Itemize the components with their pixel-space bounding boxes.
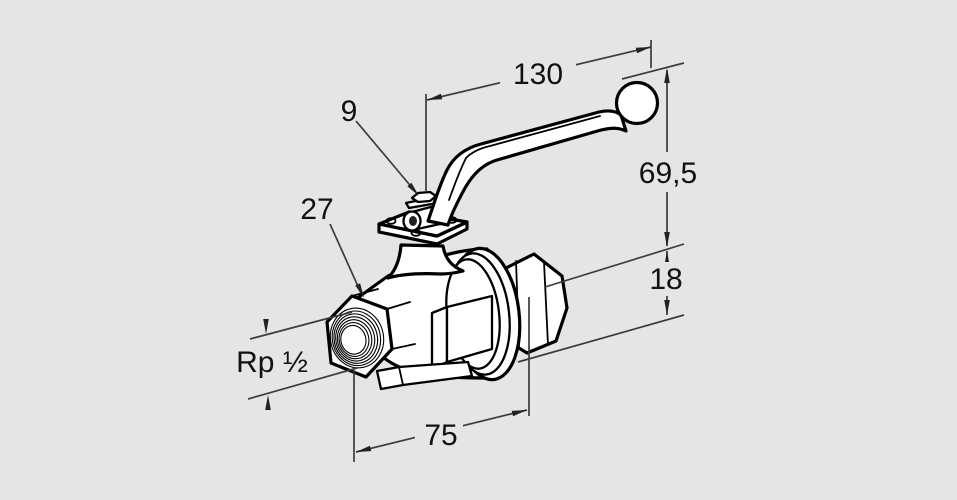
ext-line-shared-mid xyxy=(544,243,685,288)
arrowhead-leader-9 xyxy=(407,182,419,196)
hex-facet-line xyxy=(351,288,416,350)
flange-bolt-hole xyxy=(385,217,397,225)
arrowhead-130-right xyxy=(635,47,651,54)
foot-tab xyxy=(375,360,474,391)
arrowhead-695-bottom xyxy=(664,232,670,247)
dim-label-stem-detail: 9 xyxy=(341,95,358,128)
arrowhead-75-left xyxy=(356,445,372,452)
dim-label-handle-length: 130 xyxy=(513,58,563,91)
thread-ring xyxy=(338,322,370,357)
thread-ring xyxy=(335,316,376,362)
handle-shaft xyxy=(426,109,628,227)
ext-line-695-top xyxy=(621,62,685,80)
leader-line-9 xyxy=(355,120,415,191)
thread-bore-outer xyxy=(329,307,385,369)
dim-label-body-length: 75 xyxy=(424,419,457,452)
dimension-annotations: 130 9 27 69,5 18 Rp ½ 75 xyxy=(236,40,700,462)
body-pad-lip xyxy=(430,305,449,371)
dim-label-handle-height: 69,5 xyxy=(639,157,697,190)
arrowhead-rp-lower xyxy=(265,395,271,410)
arrowhead-695-top xyxy=(664,68,670,83)
label-gap xyxy=(415,418,463,454)
dim-label-thread-designation: Rp ½ xyxy=(236,346,308,379)
valve-figure xyxy=(325,80,660,391)
dim-label-center-height: 18 xyxy=(649,263,682,296)
ext-line-rp-lower xyxy=(247,367,358,400)
inlet-hex-port xyxy=(325,288,416,379)
arrowhead-rp-upper xyxy=(263,319,269,334)
thread-ring xyxy=(333,313,379,364)
leader-line-27 xyxy=(329,223,362,294)
label-gap xyxy=(500,56,576,92)
arrowhead-18-bottom xyxy=(664,300,670,315)
valve-neck xyxy=(386,243,465,280)
label-gap xyxy=(636,152,700,192)
arrowhead-130-left xyxy=(427,93,443,100)
foot-tab-edge xyxy=(398,366,404,386)
dim-label-hex-width: 27 xyxy=(300,193,333,226)
arrowhead-leader-27 xyxy=(355,283,364,298)
handle-knob xyxy=(614,80,660,126)
union-hex-facet-line xyxy=(543,261,549,346)
body-pad xyxy=(445,294,494,364)
handle-inner-line xyxy=(465,115,601,159)
arrowhead-75-right xyxy=(511,410,527,417)
handle-inner-line xyxy=(448,157,467,201)
ext-line-18-bottom xyxy=(517,314,685,363)
handle xyxy=(426,80,660,227)
thread-ring xyxy=(336,319,373,360)
ext-line-rp-upper xyxy=(249,311,353,340)
hub-bore xyxy=(409,216,417,226)
thread-bore-inner xyxy=(340,324,367,355)
label-gap xyxy=(649,262,685,296)
